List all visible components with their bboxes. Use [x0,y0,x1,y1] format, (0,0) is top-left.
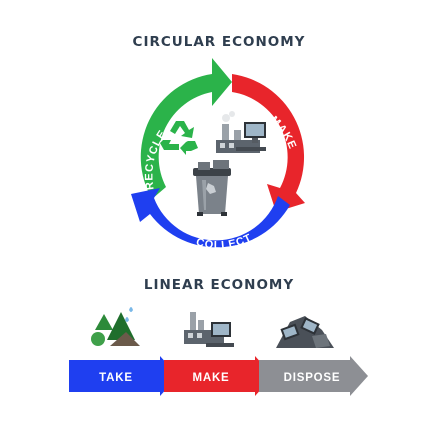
take-arrow [69,356,178,396]
make-arrow [164,356,273,396]
svg-text:COLLECT: COLLECT [195,232,254,252]
linear-steps: TAKE MAKE DISPOSE [69,356,368,396]
collect-arc [131,188,290,248]
dispose-label: DISPOSE [284,372,341,384]
collect-label: COLLECT [195,232,253,252]
circular-economy-title: CIRCULAR ECONOMY [132,34,306,50]
make-arc [232,74,305,212]
dispose-arrow [259,356,368,396]
electronics-icon [236,122,266,151]
recycle-arc [140,58,232,199]
circular-cycle [131,58,305,248]
linear-economy-title: LINEAR ECONOMY [143,277,295,293]
recycle-symbol-icon [160,121,198,155]
junk-pile-icon [276,316,334,348]
take-label: TAKE [99,372,133,384]
factory-icon [184,312,234,347]
forest-icon [91,307,140,346]
trash-bin-icon [193,160,231,216]
make-step-label: MAKE [192,372,229,384]
